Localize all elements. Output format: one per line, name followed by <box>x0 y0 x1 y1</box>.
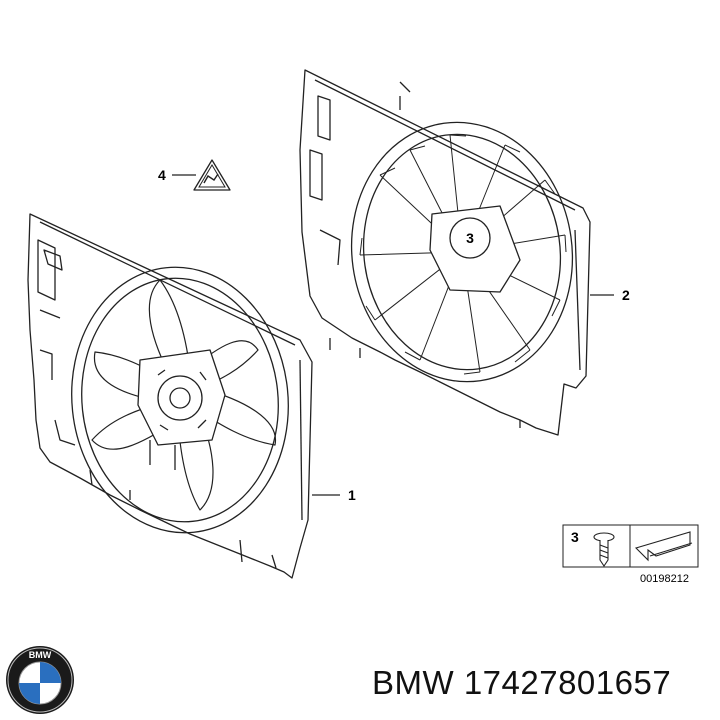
callout-4: 4 <box>158 167 166 183</box>
reference-code: 00198212 <box>640 573 689 585</box>
warning-label-part-4 <box>193 159 231 191</box>
fan-warning-icon <box>203 173 219 184</box>
fan-shroud-2 <box>299 69 591 436</box>
callout-1: 1 <box>348 487 356 503</box>
bmw-roundel-icon: BMW <box>6 646 74 714</box>
hub-label-3: 3 <box>466 230 474 246</box>
legend-box: 3 <box>562 524 699 568</box>
legend-item-3: 3 <box>571 529 579 545</box>
arrow-sheet-icon <box>634 531 693 562</box>
part-number-caption: BMW 17427801657 <box>372 664 672 701</box>
callout-2: 2 <box>622 287 630 303</box>
fan-assembly-1 <box>27 213 313 579</box>
screw-icon <box>593 532 615 567</box>
logo-text: BMW <box>29 650 52 660</box>
